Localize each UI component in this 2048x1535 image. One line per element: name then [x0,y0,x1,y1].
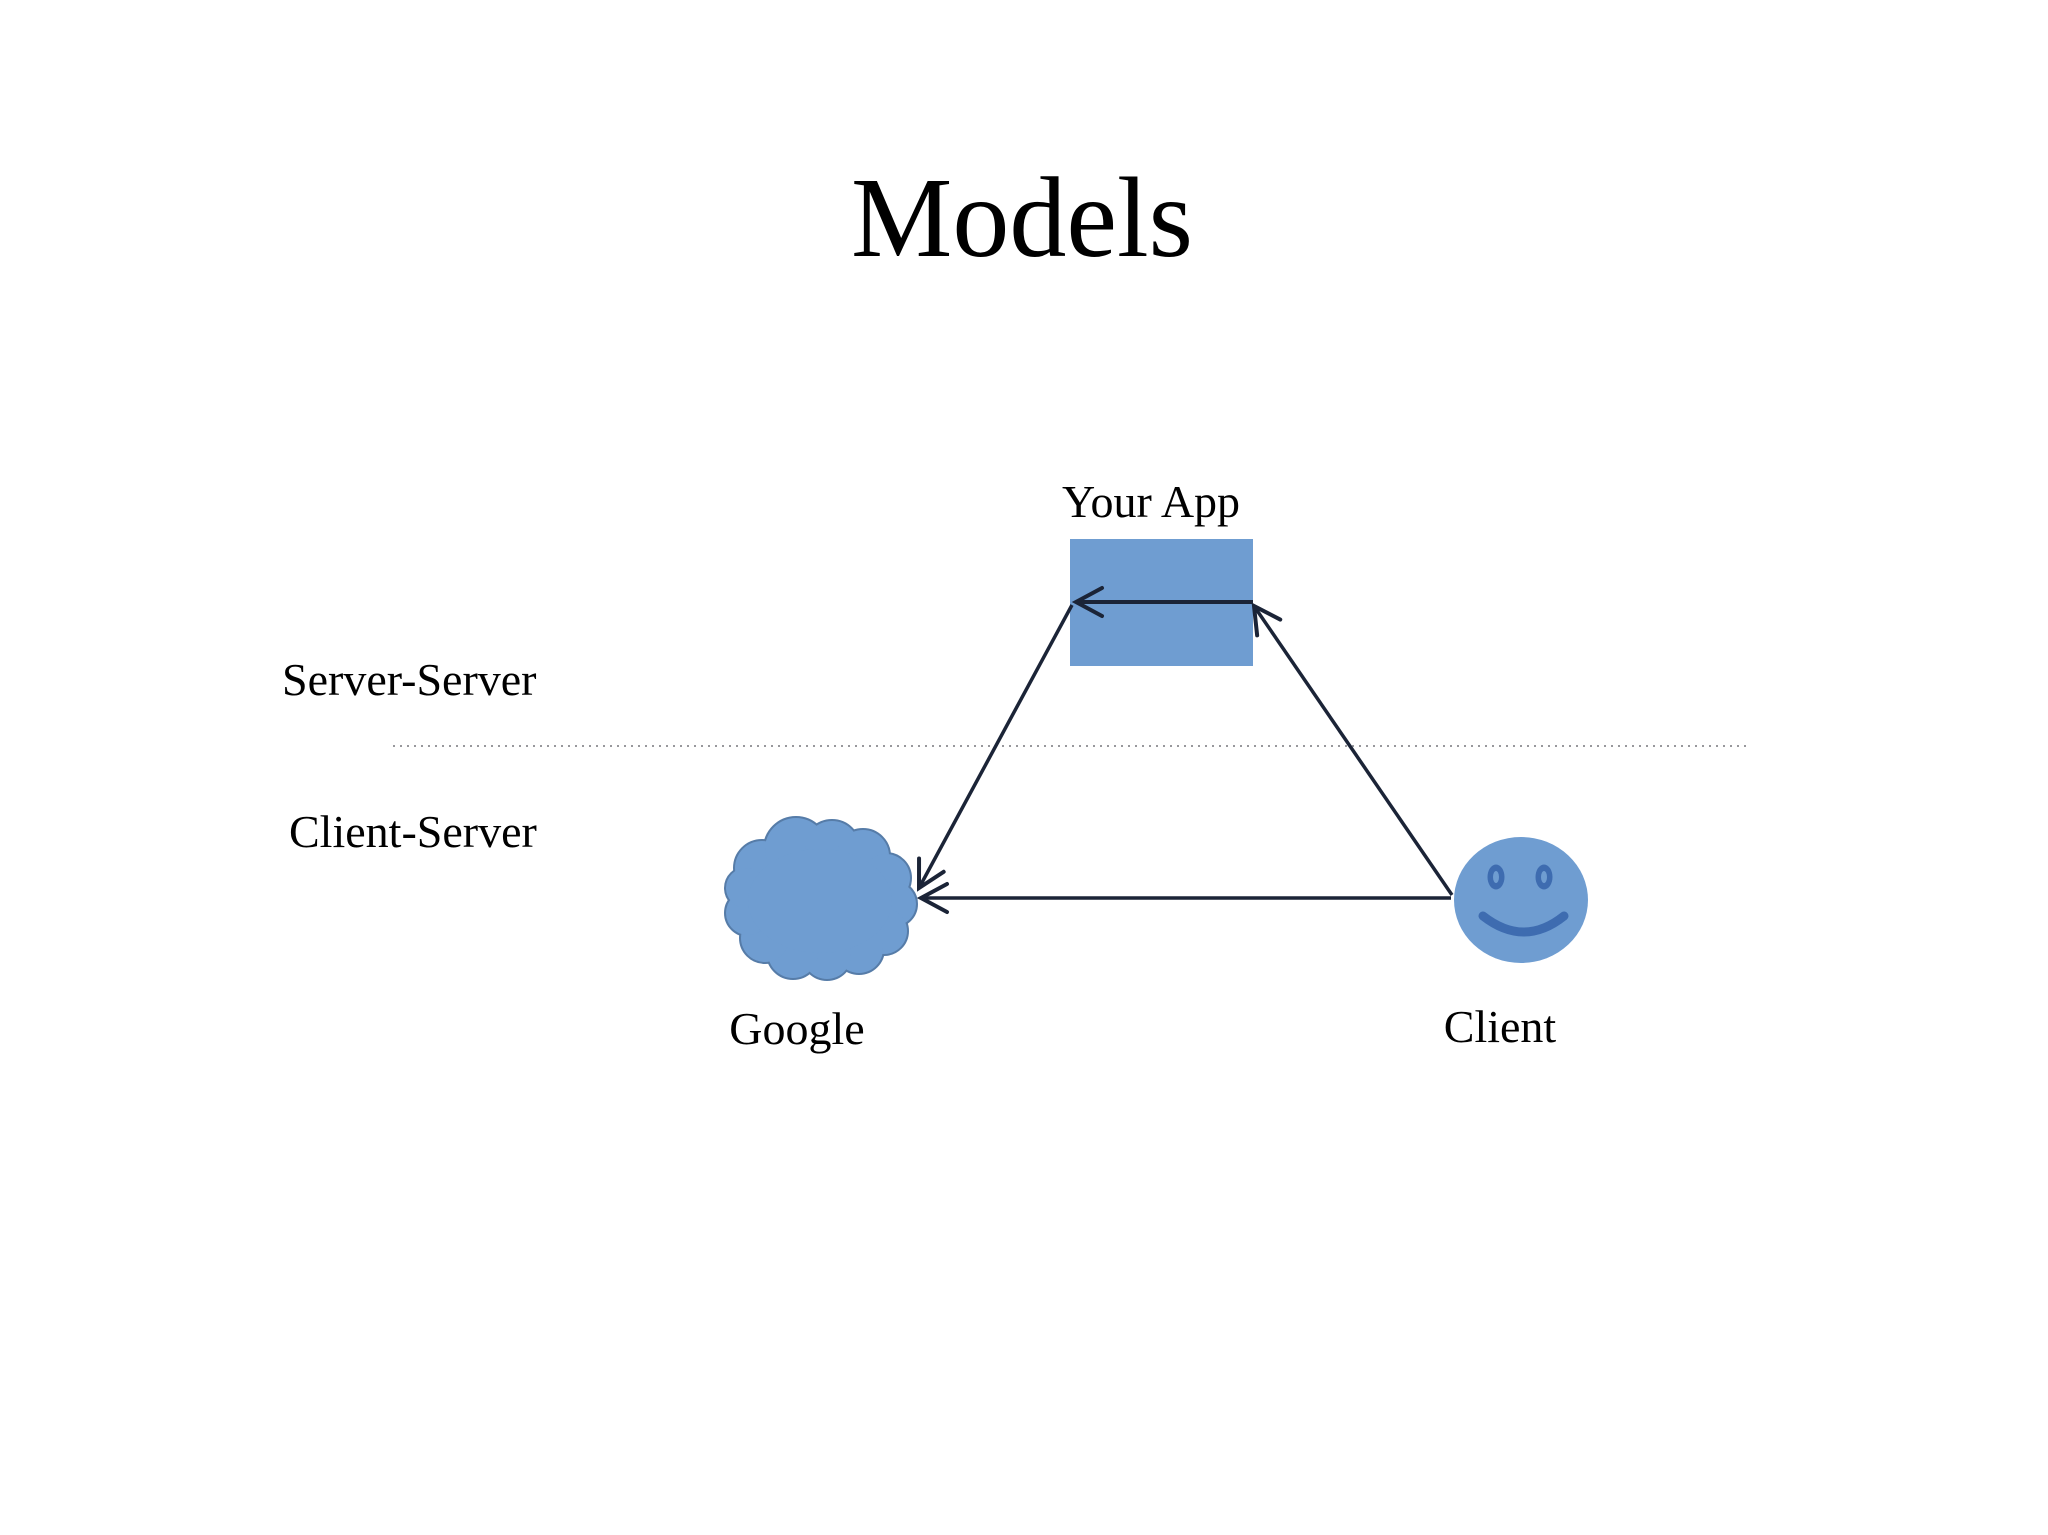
label-server-server: Server-Server [282,654,537,705]
arrow-client-to-app [1251,602,1454,896]
label-your-app: Your App [1061,476,1241,527]
google-cloud-icon [724,816,918,981]
label-client-server: Client-Server [289,806,537,857]
slide-title: Models [851,154,1193,281]
label-client: Client [1443,1001,1557,1052]
client-smiley-icon [1454,837,1588,963]
arrow-app-to-google [916,604,1074,892]
label-google: Google [729,1003,865,1054]
